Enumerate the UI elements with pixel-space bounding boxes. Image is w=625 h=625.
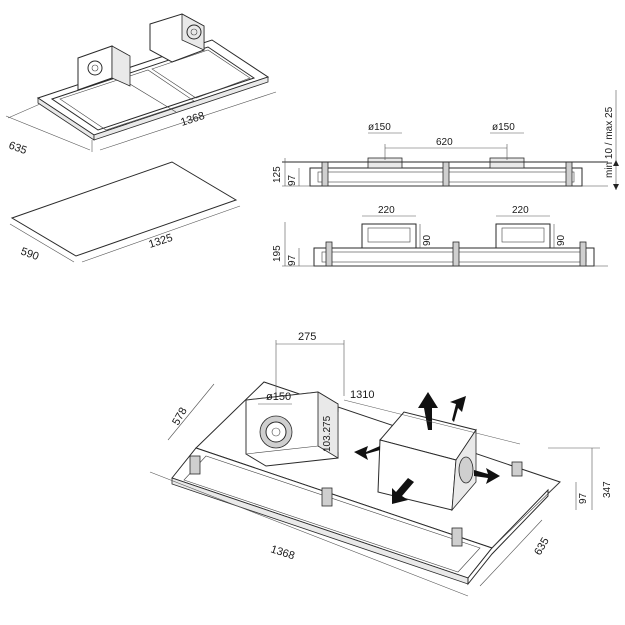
side-h1-label: 90 — [422, 234, 433, 246]
top-depth-label: 635 — [7, 140, 28, 158]
iso-motor-depth-label: 103.275 — [322, 415, 333, 452]
side-w2-label: 220 — [512, 205, 529, 216]
front-elevation — [282, 90, 619, 190]
iso-height-body-label: 97 — [578, 492, 589, 504]
bottom-isometric-hood — [149, 340, 600, 597]
side-elevation — [282, 215, 608, 267]
side-w1-label: 220 — [378, 205, 395, 216]
cutout-length-label: 1325 — [147, 232, 174, 251]
iso-height-total-label: 347 — [602, 481, 613, 498]
iso-width-label: 635 — [532, 536, 552, 558]
front-adjust-label: min 10 / max 25 — [604, 106, 615, 178]
front-height-total-label: 125 — [272, 166, 283, 183]
side-height-total-label: 195 — [272, 245, 283, 262]
iso-span-label: 1310 — [350, 389, 374, 401]
cutout-panel — [9, 161, 241, 263]
iso-depth-label: 578 — [170, 406, 190, 428]
front-height-body-label: 97 — [287, 174, 298, 186]
iso-duct-label: ø150 — [266, 391, 291, 403]
front-duct2-label: ø150 — [492, 122, 515, 133]
side-h2-label: 90 — [556, 234, 567, 246]
front-duct1-label: ø150 — [368, 122, 391, 133]
cutout-depth-label: 590 — [19, 246, 40, 264]
side-height-body-label: 97 — [287, 254, 298, 266]
front-spacing-label: 620 — [436, 137, 453, 148]
iso-length-label: 1368 — [269, 543, 296, 562]
top-isometric-hood — [5, 13, 277, 152]
top-length-label: 1368 — [179, 110, 206, 129]
iso-motor-width-label: 275 — [298, 331, 316, 343]
